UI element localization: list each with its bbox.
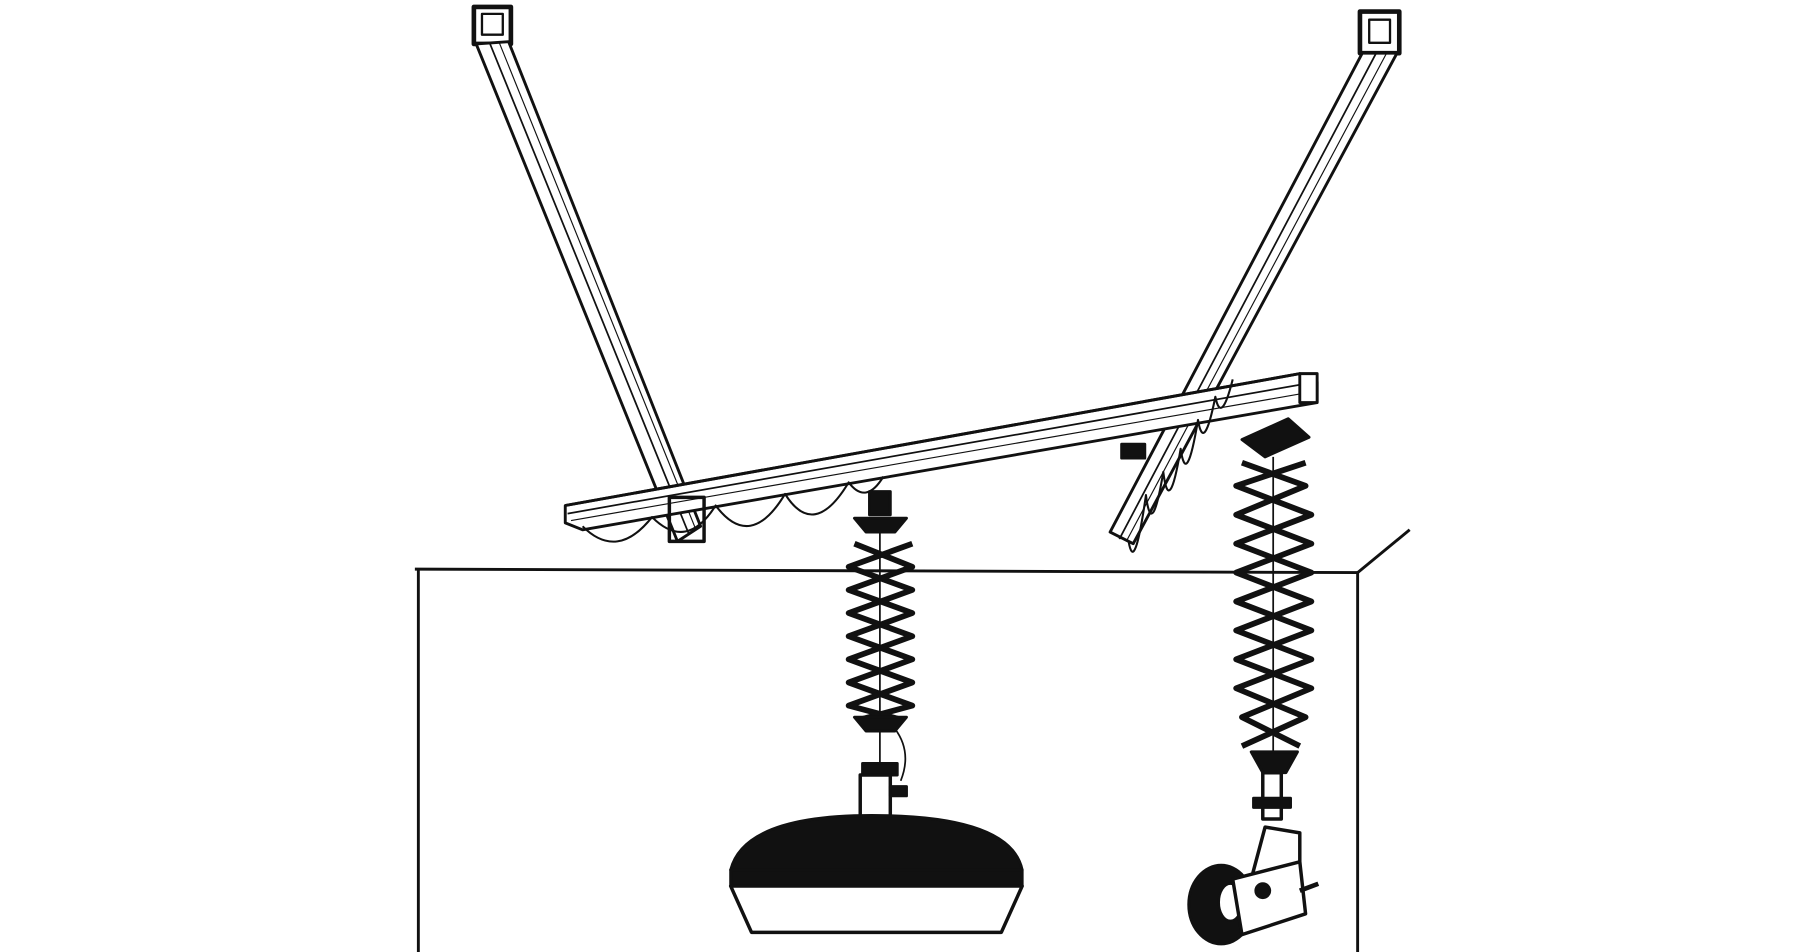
pantograph-left: [845, 490, 916, 782]
dome-lamp: [728, 762, 1024, 935]
cable-loops: [581, 379, 1234, 553]
room-outline: [414, 528, 1411, 952]
spot-lamp: [1187, 770, 1320, 946]
ceiling-rail-left: [471, 4, 703, 543]
cross-beam: [563, 372, 1319, 544]
ceiling-rail-right: [1108, 9, 1402, 546]
pantograph-right: [1233, 417, 1315, 799]
